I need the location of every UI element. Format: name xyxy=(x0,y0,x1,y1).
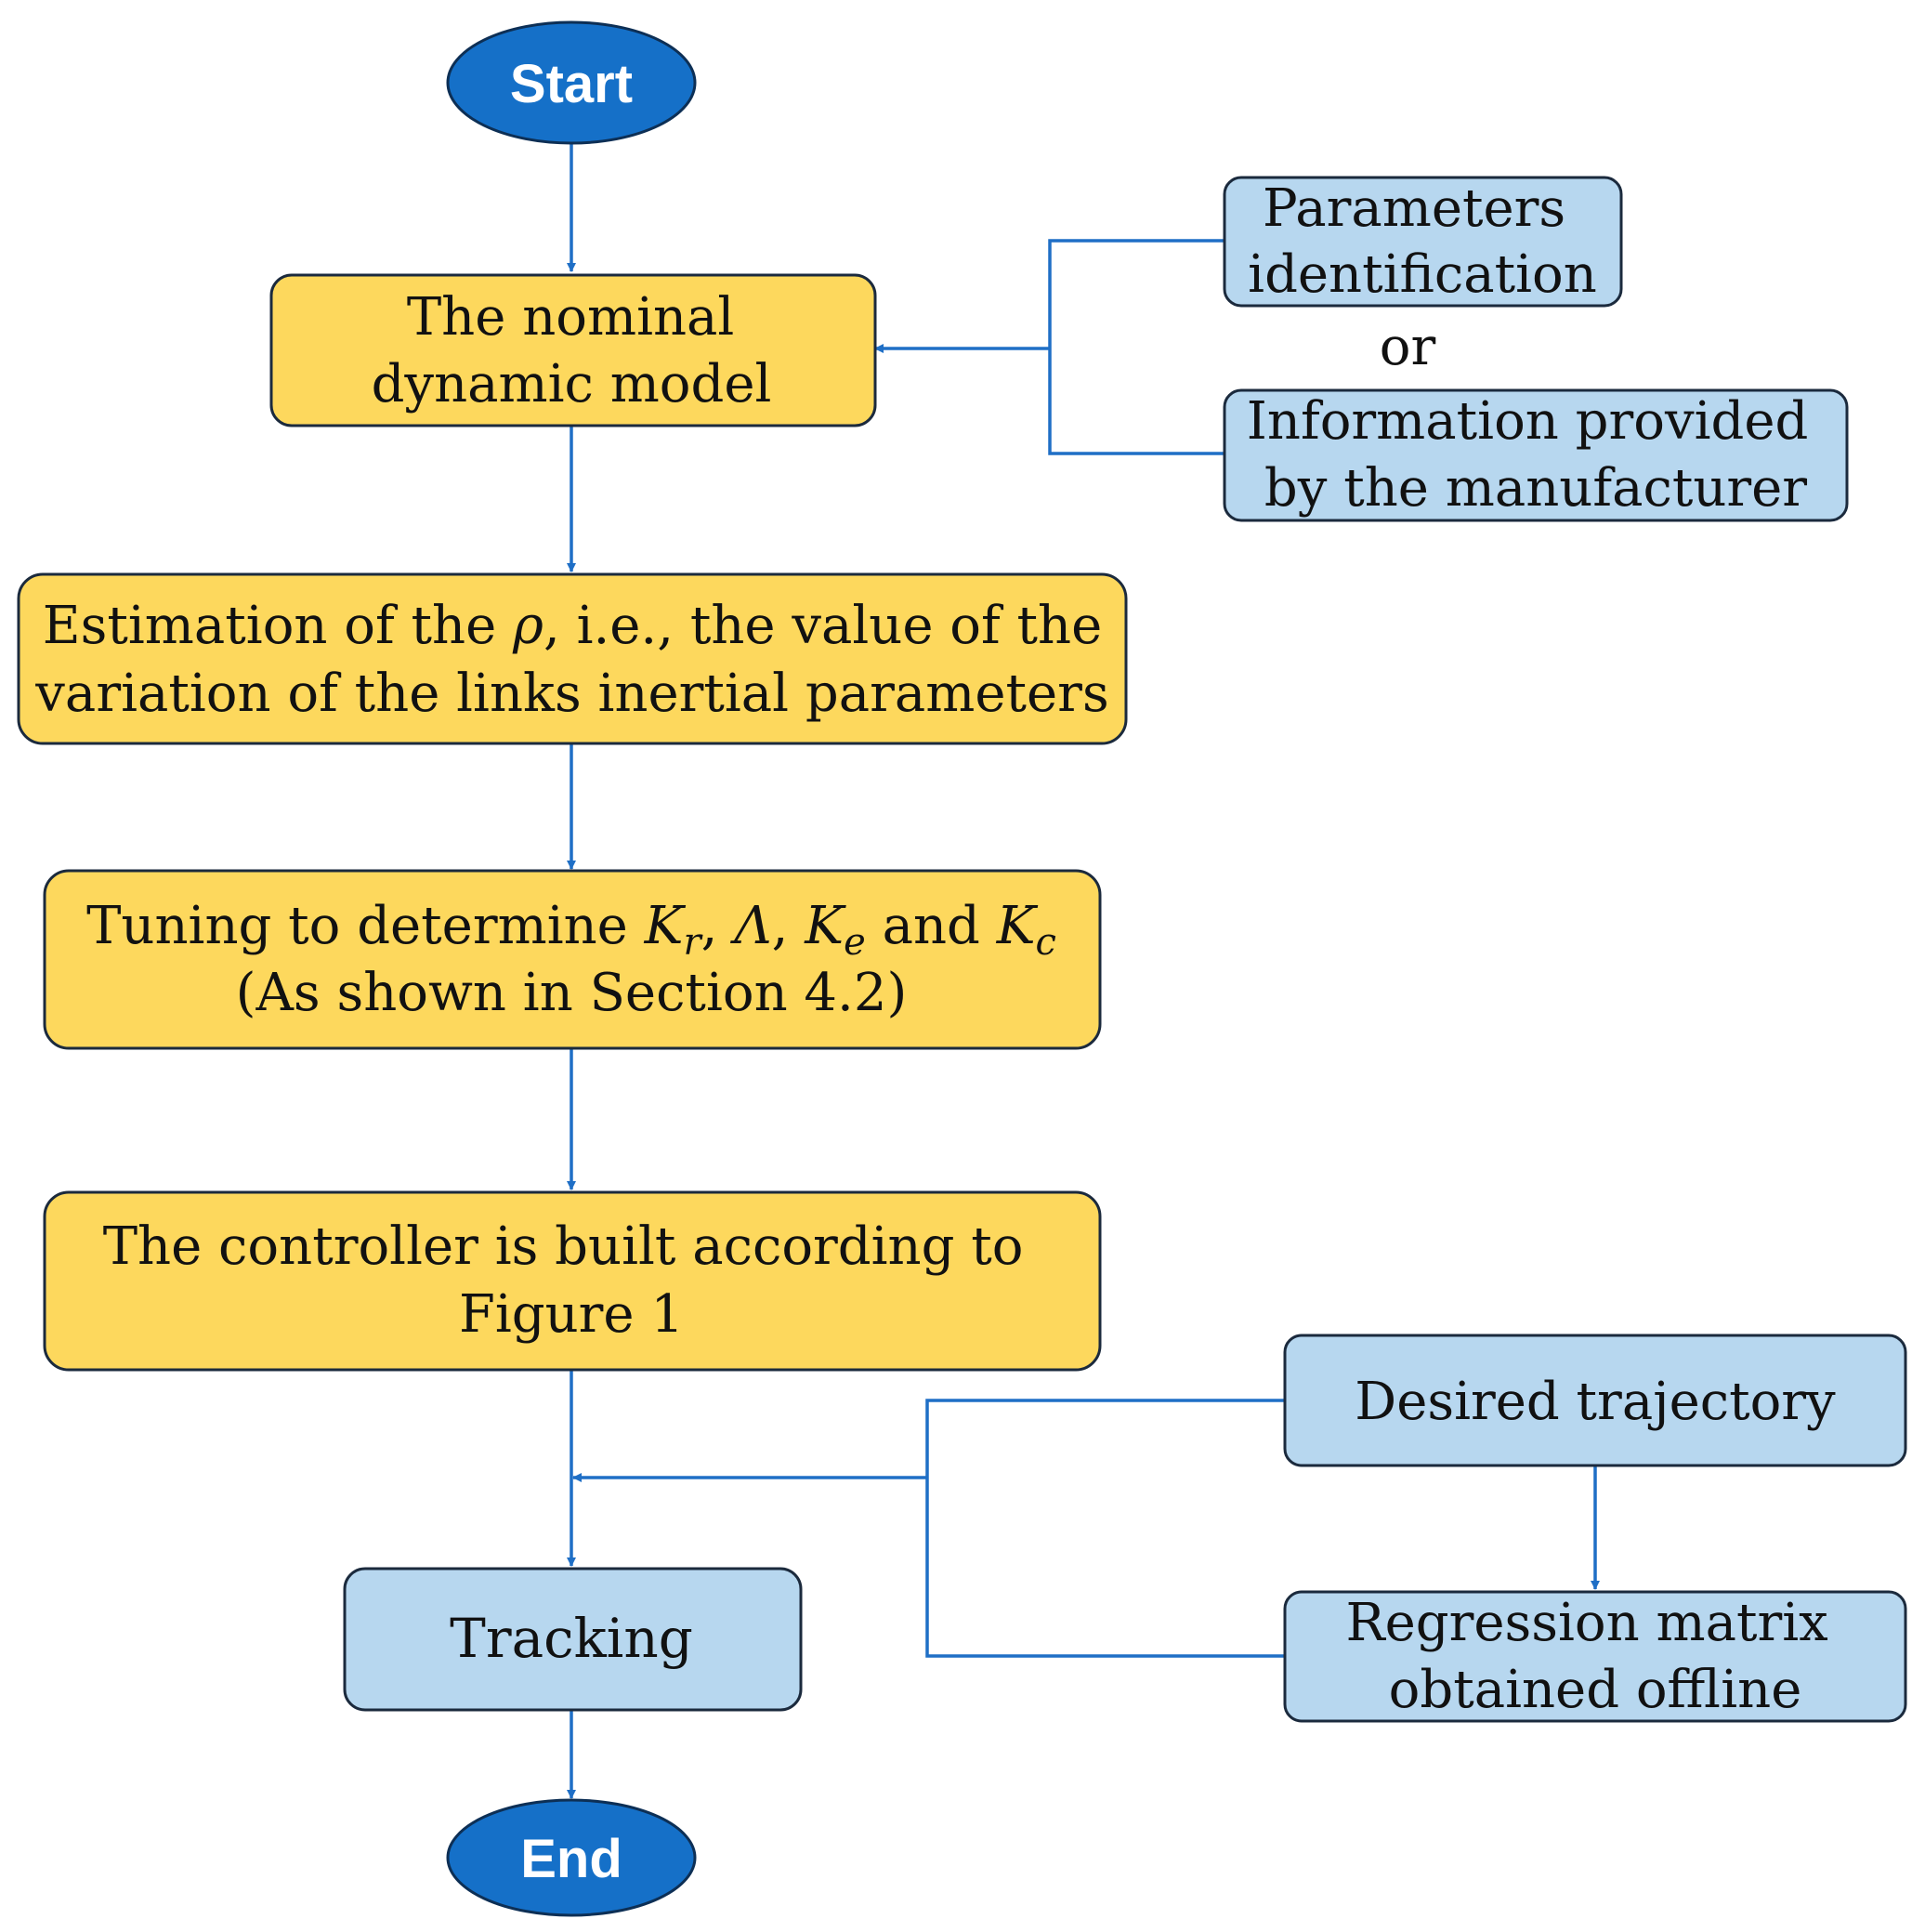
nominal-model-line2: dynamic model xyxy=(372,354,772,414)
tracking-box: Tracking xyxy=(343,1567,803,1712)
controller-box: The controller is built according to Fig… xyxy=(43,1190,1102,1372)
svg-text:Parameters identificatio: Parameters identification xyxy=(1248,178,1597,305)
start-label: Start xyxy=(510,54,633,114)
svg-text:The controller is built accord: The controller is built according to Fig… xyxy=(103,1216,1041,1345)
nominal-model-box: The nominal dynamic model xyxy=(269,273,877,427)
tuning-and: and xyxy=(866,896,997,956)
gain-k-e: K xyxy=(804,896,846,956)
controller-line1: The controller is built according to xyxy=(103,1216,1024,1277)
svg-text:Tuning to determine Kr, Λ, Ke: Tuning to determine Kr, Λ, Ke and Kc xyxy=(86,896,1056,964)
svg-text:Estimation of the ρ, i.e., the: Estimation of the ρ, i.e., the value of … xyxy=(43,596,1102,656)
connectors xyxy=(567,144,1600,1799)
desired-trajectory-label: Desired trajectory xyxy=(1355,1372,1836,1432)
controller-line2: Figure 1 xyxy=(459,1284,684,1345)
gain-k-r: K xyxy=(644,896,687,956)
nominal-model-line1: The nominal xyxy=(407,287,735,348)
tuning-line2: (As shown in Section 4.2) xyxy=(236,963,908,1023)
bracket-trajectory-inputs xyxy=(925,1399,1285,1658)
tuning-prefix: Tuning to determine xyxy=(86,896,645,956)
rho-symbol: ρ xyxy=(512,596,543,656)
svg-text:Information provided by: Information provided by the manufacturer xyxy=(1247,391,1825,519)
bracket-params-sources xyxy=(1048,239,1224,455)
estimation-box: Estimation of the ρ, i.e., the value of … xyxy=(17,572,1128,745)
gain-lambda: Λ xyxy=(729,896,771,956)
tracking-label: Tracking xyxy=(450,1607,693,1670)
regression-line2: obtained offline xyxy=(1389,1660,1802,1720)
or-label: or xyxy=(1380,317,1436,377)
gain-k-c-sub: c xyxy=(1036,921,1056,964)
gain-k-r-sub: r xyxy=(683,921,703,964)
params-identification-line2: identification xyxy=(1248,244,1597,305)
gain-k-e-sub: e xyxy=(844,921,866,964)
params-identification-box: Parameters identification xyxy=(1223,176,1623,308)
estimation-line1-prefix: Estimation of the xyxy=(43,596,513,656)
tuning-sep1: , xyxy=(701,896,735,956)
regression-matrix-box: Regression matrix obtained offline xyxy=(1283,1590,1907,1723)
manufacturer-info-line2: by the manufacturer xyxy=(1264,458,1807,519)
tuning-sep2: , xyxy=(772,896,805,956)
svg-text:Regression matrix obtain: Regression matrix obtained offline xyxy=(1345,1593,1844,1720)
tuning-box: Tuning to determine Kr, Λ, Ke and Kc (As… xyxy=(43,869,1102,1050)
end-terminal: End xyxy=(446,1798,697,1917)
svg-text:The nominal dynamic mode: The nominal dynamic model xyxy=(372,287,772,414)
regression-line1: Regression matrix xyxy=(1345,1593,1827,1653)
gain-k-c: K xyxy=(996,896,1039,956)
start-terminal: Start xyxy=(446,20,697,145)
manufacturer-info-line1: Information provided xyxy=(1247,391,1809,452)
estimation-line2: variation of the links inertial paramete… xyxy=(34,664,1108,724)
estimation-line1-suffix: , i.e., the value of the xyxy=(543,596,1102,656)
manufacturer-info-box: Information provided by the manufacturer xyxy=(1223,388,1849,522)
end-label: End xyxy=(520,1829,622,1889)
params-identification-line1: Parameters xyxy=(1263,178,1565,239)
desired-trajectory-box: Desired trajectory xyxy=(1283,1334,1907,1467)
